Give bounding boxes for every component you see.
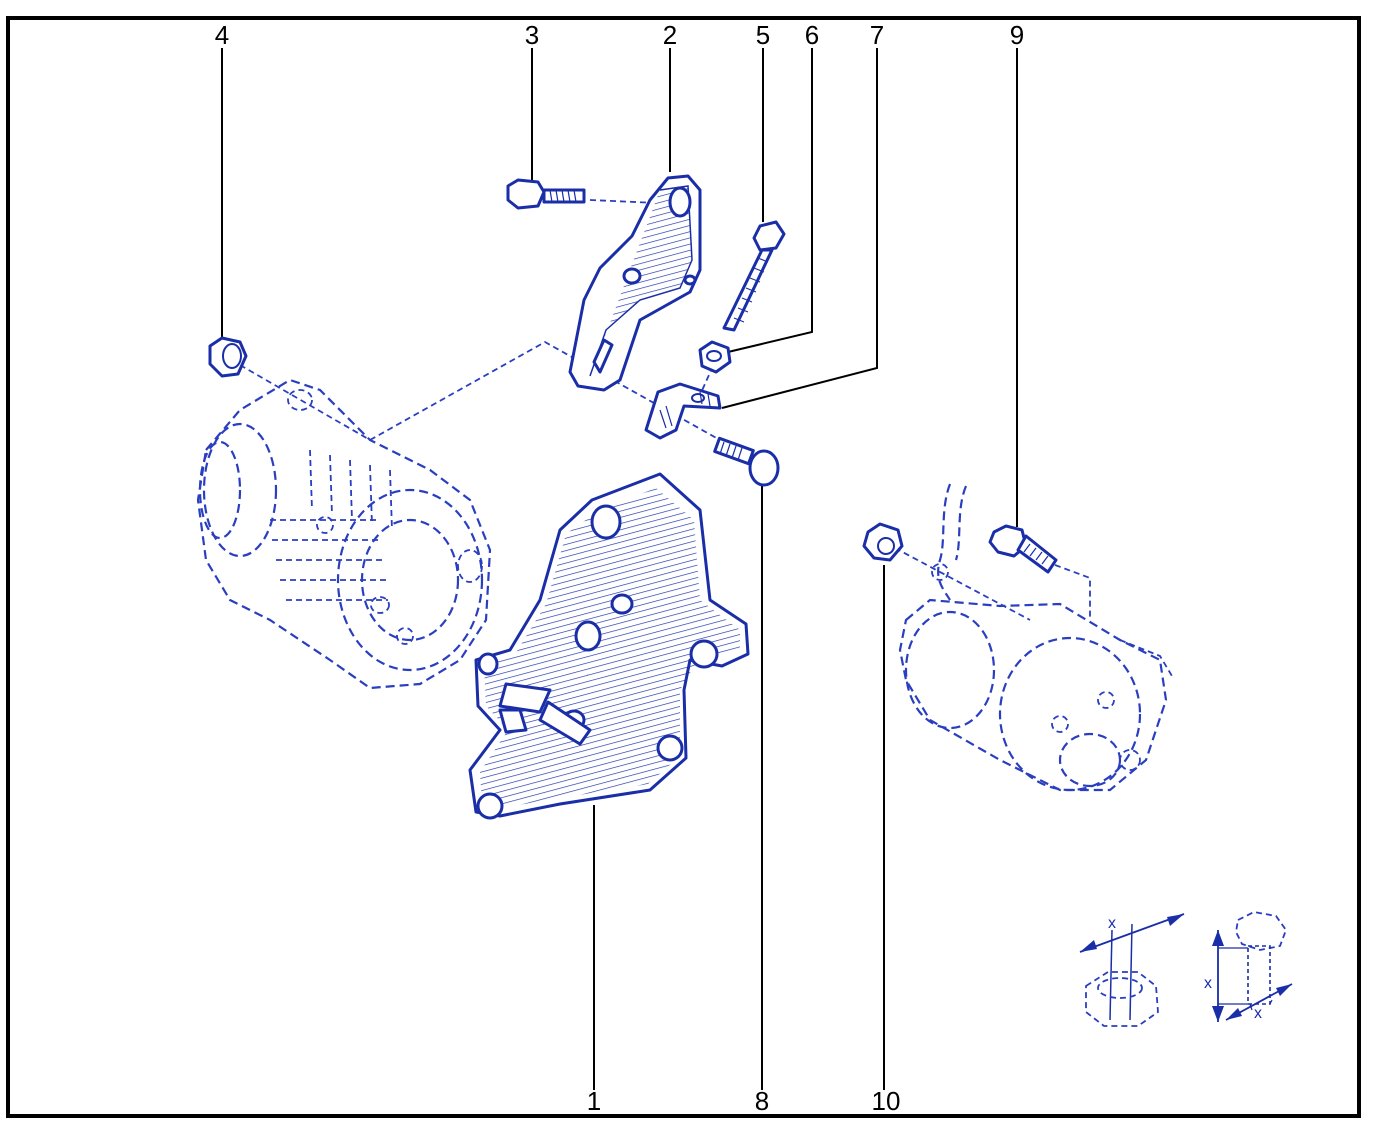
starter-motor-outline: [898, 483, 1173, 792]
callout-1: 1: [587, 1086, 601, 1116]
callout-labels: 4 3 2 5 6 7 9 1 8 10: [215, 20, 1024, 1116]
nut-x-label: x: [1108, 915, 1116, 932]
callout-5: 5: [756, 20, 770, 50]
bolt-part-8: [713, 436, 780, 487]
callout-4: 4: [215, 20, 229, 50]
callout-6: 6: [805, 20, 819, 50]
bolt-size-key-icon: x x: [1204, 911, 1293, 1022]
callout-3: 3: [525, 20, 539, 50]
callout-8: 8: [755, 1086, 769, 1116]
callout-2: 2: [663, 20, 677, 50]
bracket-part-2: [568, 174, 702, 392]
leader-lines: [221, 48, 1018, 1090]
nut-part-4: [208, 336, 248, 378]
nut-part-6: [698, 340, 732, 374]
bolt-length-x-label: x: [1204, 975, 1212, 992]
bolt-diameter-x-label: x: [1254, 1005, 1262, 1022]
alternator-outline: [196, 378, 492, 690]
callout-9: 9: [1010, 20, 1024, 50]
callout-10: 10: [872, 1086, 901, 1116]
main-bracket-part-1: [468, 472, 750, 820]
nut-size-key-icon: x: [1079, 913, 1185, 1027]
bolt-part-9: [988, 524, 1058, 574]
bracket-part-7: [644, 382, 722, 440]
bolt-part-3: [506, 178, 586, 210]
nut-part-10: [862, 522, 904, 562]
callout-7: 7: [870, 20, 884, 50]
bolt-part-5: [722, 220, 786, 332]
